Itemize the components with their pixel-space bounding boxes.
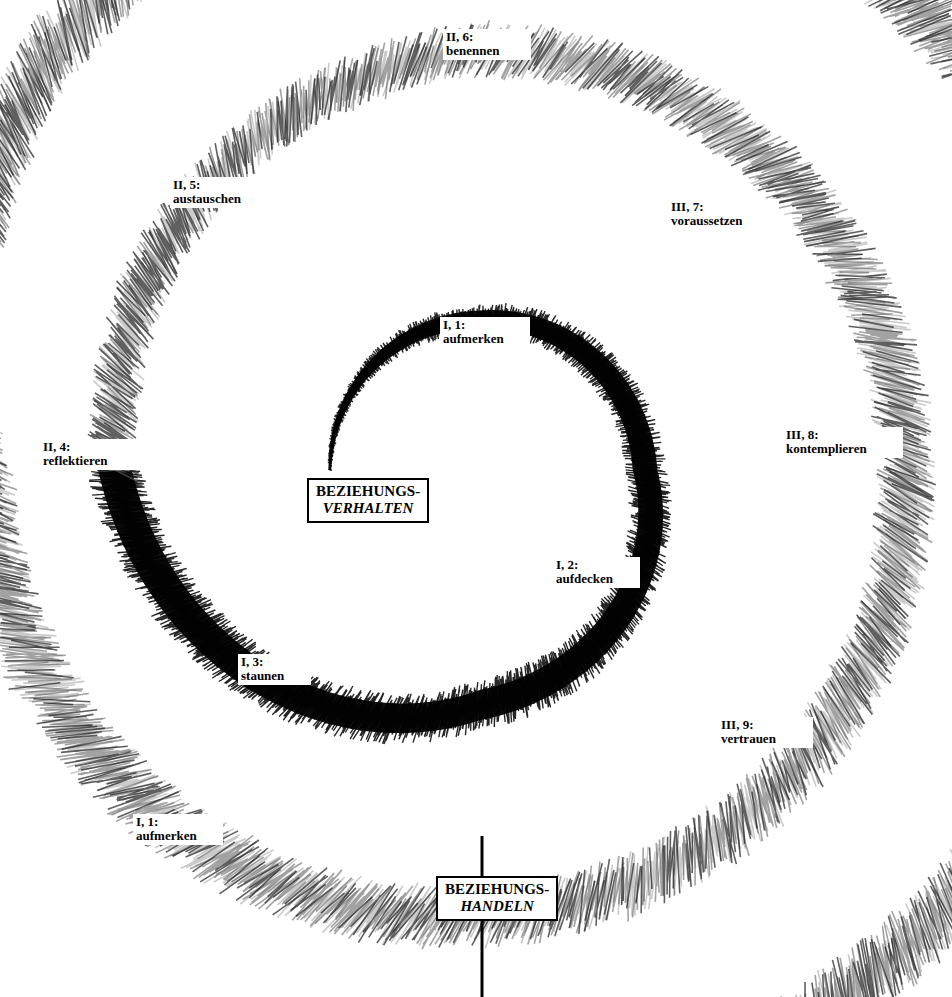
- step-label: II, 6: benennen: [443, 29, 531, 60]
- step-label: III, 7: voraussetzen: [668, 199, 779, 230]
- step-label: III, 8: kontemplieren: [783, 427, 903, 458]
- hatch-strokes: [86, 303, 672, 744]
- step-label: I, 1: aufmerken: [133, 814, 223, 845]
- box-heading: VERHALTEN: [316, 500, 420, 517]
- step-label: III, 9: vertrauen: [718, 717, 813, 748]
- step-label: II, 5: austauschen: [170, 177, 273, 208]
- step-label: I, 1: aufmerken: [440, 317, 530, 348]
- box-heading: HANDELN: [445, 898, 549, 915]
- title-box: BEZIEHUNGS-VERHALTEN: [307, 478, 429, 523]
- step-label: II, 4: reflektieren: [40, 439, 139, 470]
- title-box: BEZIEHUNGS-HANDELN: [436, 876, 558, 921]
- step-label: I, 2: aufdecken: [553, 557, 640, 588]
- box-heading: BEZIEHUNGS-: [445, 881, 549, 898]
- box-heading: BEZIEHUNGS-: [316, 483, 420, 500]
- step-label: I, 3: staunen: [238, 654, 311, 685]
